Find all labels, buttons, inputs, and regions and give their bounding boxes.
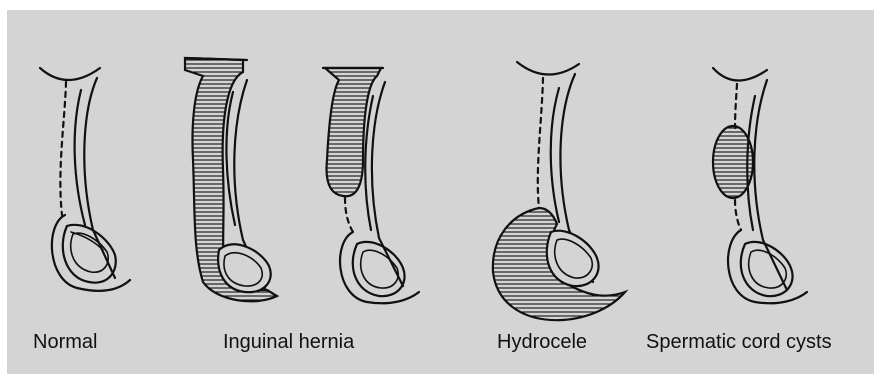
figure-panel [7, 10, 874, 374]
cord-cyst-diagram [713, 68, 807, 303]
label-inguinal-hernia: Inguinal hernia [223, 332, 354, 352]
testis-inner [361, 250, 398, 288]
label-normal: Normal [33, 332, 97, 352]
peritoneum-line [713, 68, 767, 81]
hydrocele-diagram [493, 62, 625, 320]
processus-vaginalis-dotted [538, 78, 543, 208]
spermatic-cord-outer [754, 80, 787, 290]
processus-vaginalis-dotted [345, 198, 353, 232]
normal-diagram [40, 68, 130, 291]
label-spermatic-cord-cysts: Spermatic cord cysts [646, 332, 832, 352]
processus-vaginalis-dotted-lower [735, 200, 741, 230]
anatomy-diagram [7, 10, 874, 374]
peritoneum-line [40, 68, 100, 80]
testis-inner [749, 250, 786, 288]
hernia-large-diagram [185, 58, 277, 301]
processus-vaginalis-dotted [60, 82, 66, 215]
spermatic-cord-outer [84, 78, 115, 278]
label-hydrocele: Hydrocele [497, 332, 587, 352]
spermatic-cord-outer [372, 82, 403, 286]
spermatic-cord-inner [551, 88, 559, 222]
processus-vaginalis-dotted-upper [735, 84, 737, 128]
hernia-small-diagram [323, 68, 419, 303]
peritoneum-line [517, 62, 579, 75]
